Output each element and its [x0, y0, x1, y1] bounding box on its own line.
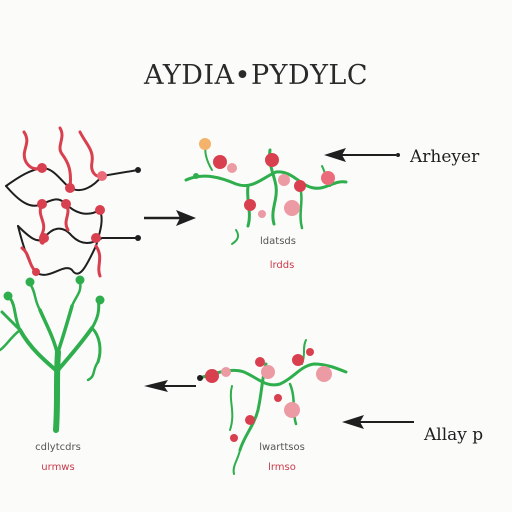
arrow-left-bottom-right	[342, 415, 414, 429]
molecule-network-top-middle	[184, 138, 348, 245]
arrow-right-top	[144, 210, 196, 226]
label-top-right: Arheyer	[409, 147, 480, 167]
caption-top-middle-1: ldatsds	[260, 236, 296, 247]
arrow-left-top-right	[324, 148, 400, 162]
molecule-network-top-left	[5, 126, 141, 278]
caption-bottom-middle-2: lrmso	[268, 462, 296, 473]
caption-top-middle-2: lrdds	[270, 260, 295, 271]
tree-illustration	[0, 275, 105, 433]
caption-bottom-left-1: cdlytcdrs	[35, 442, 81, 453]
caption-bottom-left-2: urmws	[41, 462, 74, 473]
diagram-title: AYDIA•PYDYLC	[143, 60, 368, 91]
molecule-network-bottom-middle	[197, 339, 348, 475]
caption-bottom-middle-1: lwarttsos	[259, 442, 305, 453]
arrow-left-bottom	[144, 380, 196, 392]
label-bottom-right: Allay p	[423, 425, 483, 445]
